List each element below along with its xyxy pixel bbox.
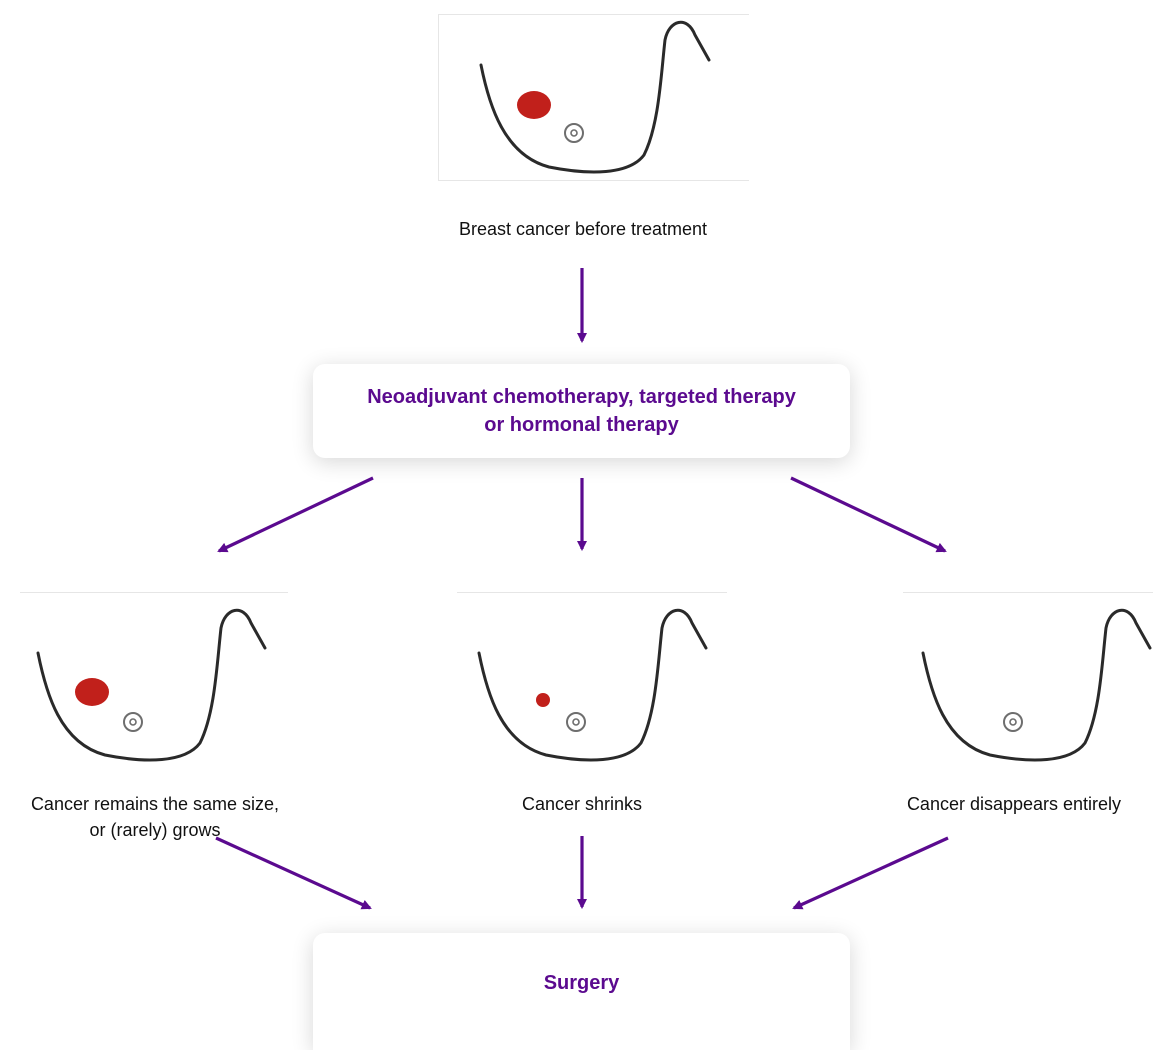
arrow-disappears-to-surgery — [792, 836, 949, 910]
arrow-therapy-to-disappears — [790, 476, 947, 553]
nipple-inner — [570, 129, 578, 137]
breast-outline — [477, 609, 708, 762]
nipple-outer — [564, 123, 584, 143]
nipple-outer — [1003, 712, 1023, 732]
breast-illustration-disappears — [903, 592, 1153, 778]
breast-illustration-same-size — [20, 592, 288, 778]
surgery-box: Surgery — [313, 933, 850, 1050]
tumor-large — [517, 91, 551, 119]
caption-same-size-line1: Cancer remains the same size, — [30, 794, 280, 814]
therapy-box: Neoadjuvant chemotherapy, targeted thera… — [313, 364, 850, 458]
nipple-outer — [566, 712, 586, 732]
therapy-label-line2: or hormonal therapy — [484, 414, 679, 436]
nipple-inner — [129, 718, 137, 726]
caption-shrinks: Cancer shrinks — [521, 794, 643, 814]
breast-illustration-before — [438, 14, 749, 181]
caption-disappears: Cancer disappears entirely — [906, 794, 1122, 814]
caption-before: Breast cancer before treatment — [458, 219, 708, 239]
tumor-small — [536, 693, 550, 707]
surgery-label: Surgery — [543, 972, 620, 994]
breast-outline — [479, 21, 711, 174]
nipple-inner — [572, 718, 580, 726]
breast-outline — [36, 609, 267, 762]
tumor-large — [75, 678, 109, 706]
caption-same-size: Cancer remains the same size, or (rarely… — [0, 791, 310, 843]
arrow-same-size-to-surgery — [215, 836, 372, 910]
therapy-label-line1: Neoadjuvant chemotherapy, targeted thera… — [367, 386, 796, 408]
breast-illustration-shrinks — [457, 592, 727, 778]
breast-outline — [921, 609, 1152, 762]
caption-same-size-line2: or (rarely) grows — [89, 820, 221, 840]
arrow-therapy-to-same-size — [217, 476, 374, 553]
nipple-inner — [1009, 718, 1017, 726]
nipple-outer — [123, 712, 143, 732]
